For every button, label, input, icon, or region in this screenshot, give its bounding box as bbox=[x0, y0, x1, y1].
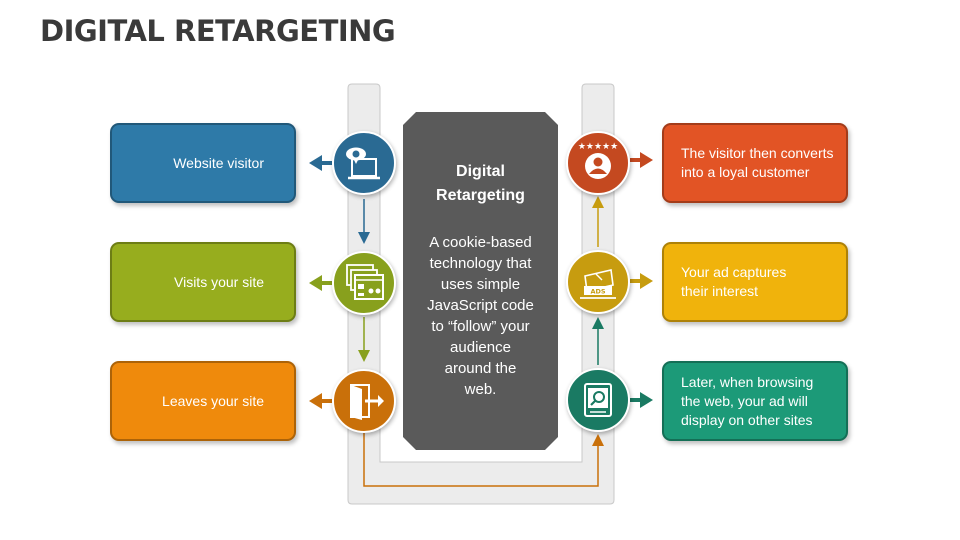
step-website-visitor: Website visitor bbox=[110, 123, 296, 203]
eye-monitor-icon bbox=[332, 131, 396, 195]
u-frame bbox=[347, 83, 615, 505]
left-arrow-2 bbox=[309, 275, 332, 291]
step-label: Website visitor bbox=[173, 154, 264, 171]
right-arrow-5 bbox=[630, 273, 653, 289]
step-label: The visitor then converts into a loyal c… bbox=[681, 145, 834, 180]
step-ad-displays-elsewhere: Later, when browsing the web, your ad wi… bbox=[662, 361, 848, 441]
connector-3-4 bbox=[363, 433, 604, 487]
svg-text:★★★★★: ★★★★★ bbox=[578, 142, 618, 152]
left-arrow-3 bbox=[309, 393, 332, 409]
step-leaves-your-site: Leaves your site bbox=[110, 361, 296, 441]
step-label: Your ad captures their interest bbox=[681, 264, 787, 299]
browser-windows-icon bbox=[332, 251, 396, 315]
magnifier-monitor-icon bbox=[566, 368, 630, 432]
right-arrow-6 bbox=[630, 152, 653, 168]
step-label: Leaves your site bbox=[162, 392, 264, 409]
step-label: Later, when browsing the web, your ad wi… bbox=[681, 373, 814, 428]
step-visits-your-site: Visits your site bbox=[110, 242, 296, 322]
right-arrow-4 bbox=[630, 392, 653, 408]
step-loyal-customer: The visitor then converts into a loyal c… bbox=[662, 123, 848, 203]
step-ad-captures-interest: Your ad captures their interest bbox=[662, 242, 848, 322]
step-label: Visits your site bbox=[174, 273, 264, 290]
exit-door-icon bbox=[332, 369, 396, 433]
ads-banner-icon: ADS bbox=[566, 250, 630, 314]
page-title: DIGITAL RETARGETING bbox=[40, 14, 396, 48]
customer-rating-icon: ★★★★★ bbox=[566, 131, 630, 195]
ads-label: ADS bbox=[590, 288, 605, 296]
left-arrow-1 bbox=[309, 155, 332, 171]
center-panel: Digital Retargeting A cookie-based techn… bbox=[403, 112, 558, 450]
center-title: Digital Retargeting bbox=[436, 163, 525, 204]
center-description: A cookie-based technology that uses simp… bbox=[427, 234, 534, 398]
